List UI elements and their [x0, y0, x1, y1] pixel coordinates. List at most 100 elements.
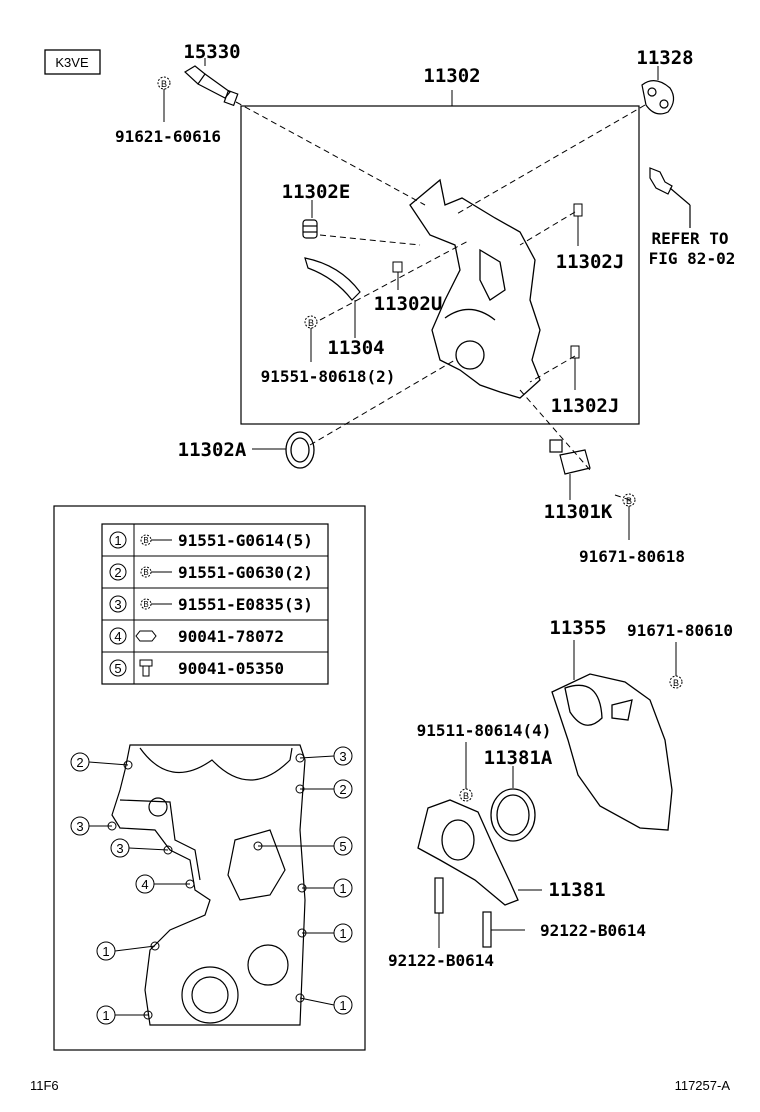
legend-part: 91551-G0614(5): [178, 531, 313, 550]
nut-11302U: [392, 261, 403, 273]
label-91551-80618: 91551-80618(2): [261, 367, 396, 386]
bolt-markers: B B B B B: [157, 76, 683, 802]
svg-text:1: 1: [339, 881, 346, 896]
label-11302J-lower: 11302J: [551, 395, 620, 417]
svg-text:2: 2: [339, 782, 346, 797]
svg-text:B: B: [308, 318, 314, 328]
seal-11302A: [285, 431, 315, 469]
bolt-mark-icon: B: [140, 534, 172, 546]
bolt-mark-icon: B: [459, 788, 473, 802]
refer-line1: REFER TO: [651, 229, 728, 248]
legend-num: 4: [114, 629, 121, 644]
legend-num-circle: [109, 659, 127, 677]
label-11355: 11355: [549, 617, 606, 639]
bolt-mark-icon: B: [157, 76, 171, 90]
svg-text:1: 1: [102, 1008, 109, 1023]
bolt-mark-icon: B: [140, 598, 172, 610]
refer-line2: FIG 82-02: [649, 249, 736, 268]
legend-table: [101, 523, 329, 685]
legend-num: 5: [114, 661, 121, 676]
callout-c1a: 1: [96, 941, 160, 961]
svg-text:1: 1: [102, 944, 109, 959]
callout-c5: 5: [253, 836, 353, 856]
footer-right: 117257-A: [675, 1078, 731, 1093]
legend-row: 1 B 91551-G0614(5): [109, 531, 313, 550]
seal-11381A: [490, 788, 536, 842]
sensor-15330: [184, 65, 239, 107]
svg-text:B: B: [463, 791, 469, 801]
dashed-guide-lines: [235, 101, 646, 501]
legend-num: 3: [114, 597, 121, 612]
label-11301K: 11301K: [544, 501, 613, 523]
label-11302: 11302: [423, 65, 480, 87]
label-15330: 15330: [183, 41, 240, 63]
gasket-11328: [641, 80, 675, 115]
svg-text:3: 3: [76, 819, 83, 834]
cover-11304: [304, 257, 361, 301]
studs-92122: [434, 877, 492, 948]
label-91511: 91511-80614(4): [417, 721, 552, 740]
housing-11381: [417, 799, 519, 906]
bracket-refer: [649, 167, 691, 228]
label-11381: 11381: [548, 879, 605, 901]
label-11302E: 11302E: [282, 181, 351, 203]
engine-tag: K3VE: [55, 55, 89, 70]
callout-c3b: 3: [110, 838, 173, 858]
svg-text:B: B: [161, 79, 167, 89]
plug-11302E: [302, 219, 318, 239]
bolt-mark-icon: B: [669, 675, 683, 689]
callout-c1e: 1: [96, 1005, 153, 1025]
callout-c2b: 2: [295, 779, 353, 799]
bolt-mark-icon: B: [622, 493, 636, 507]
svg-text:B: B: [143, 600, 148, 609]
label-11381A: 11381A: [484, 747, 553, 769]
bolt-mark-icon: B: [304, 315, 318, 329]
svg-text:B: B: [626, 496, 632, 506]
sensor-11301K: [549, 439, 591, 475]
svg-text:B: B: [673, 678, 679, 688]
callout-c1d: 1: [295, 993, 353, 1015]
legend-num-circle: [109, 531, 127, 549]
bolt-mark-icon: B: [140, 566, 172, 578]
callout-c3a: 3: [70, 816, 117, 836]
engine-tag-box: [44, 49, 101, 75]
label-91621: 91621-60616: [115, 127, 221, 146]
svg-text:5: 5: [339, 839, 346, 854]
callouts: 2 3 3 4 1 1 3 2 5 1 1 1: [70, 746, 353, 1025]
legend-row: 5 90041-05350: [109, 659, 284, 678]
callout-c3c: 3: [295, 746, 353, 766]
legend-row: 2 B 91551-G0630(2): [109, 563, 313, 582]
svg-text:B: B: [143, 536, 148, 545]
svg-text:1: 1: [339, 998, 346, 1013]
legend-num-circle: [109, 595, 127, 613]
legend-part: 90041-78072: [178, 627, 284, 646]
svg-text:B: B: [143, 568, 148, 577]
svg-text:3: 3: [339, 749, 346, 764]
label-11302U: 11302U: [374, 293, 443, 315]
bolt-icon: [139, 659, 153, 677]
callout-c1b: 1: [297, 878, 353, 898]
timing-cover-detail: [111, 744, 306, 1026]
legend-num-circle: [109, 563, 127, 581]
legend-num: 1: [114, 533, 121, 548]
label-11328: 11328: [636, 47, 693, 69]
svg-text:4: 4: [141, 877, 148, 892]
label-11302A: 11302A: [178, 439, 247, 461]
legend-part: 90041-05350: [178, 659, 284, 678]
legend-part: 91551-G0630(2): [178, 563, 313, 582]
callout-c1c: 1: [297, 923, 353, 943]
gasket-11355: [551, 673, 673, 831]
legend-num: 2: [114, 565, 121, 580]
legend-num-circle: [109, 627, 127, 645]
label-91671-80610: 91671-80610: [627, 621, 733, 640]
legend-part: 91551-E0835(3): [178, 595, 313, 614]
svg-text:2: 2: [76, 755, 83, 770]
legend-row: 3 B 91551-E0835(3): [109, 595, 313, 614]
label-11304: 11304: [327, 337, 384, 359]
footer-left: 11F6: [30, 1078, 59, 1093]
svg-text:3: 3: [116, 841, 123, 856]
label-92122-right: 92122-B0614: [540, 921, 646, 940]
assembly-box: [240, 105, 640, 425]
callout-c4: 4: [135, 874, 195, 894]
